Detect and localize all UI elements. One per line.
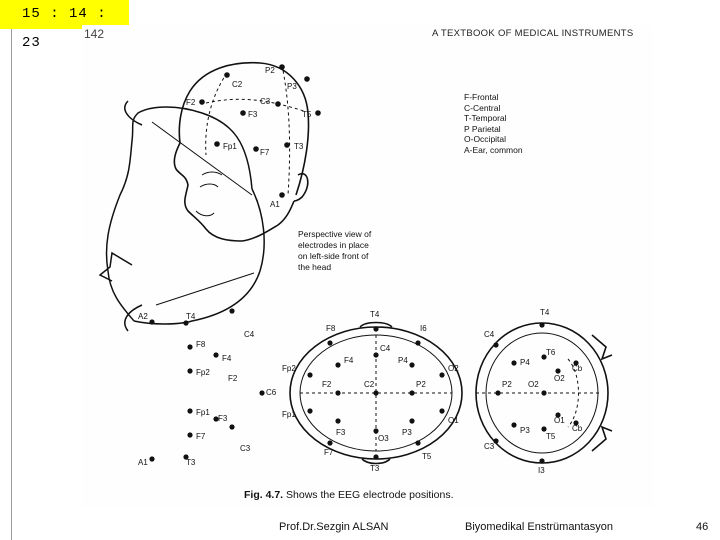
label-p3-back: P3 [520, 426, 530, 435]
label-fp2: Fp2 [196, 368, 210, 377]
clock-display: 15 : 14 : 23 [0, 0, 129, 51]
label-t5-top: T5 [422, 452, 432, 461]
label-o2-back: O2 [554, 374, 565, 383]
perspective-note: Perspective view of electrodes in place … [298, 229, 408, 273]
perspective-line: Perspective view of [298, 229, 372, 239]
label-t6-back: T6 [546, 348, 556, 357]
label-fp1-top: Fp1 [282, 410, 296, 419]
label-t4-back: T4 [540, 308, 550, 317]
label-f2: F2 [228, 374, 238, 383]
label-c3-back: C3 [484, 442, 495, 451]
label-o2-top: O2 [448, 364, 459, 373]
side-electrodes [149, 308, 265, 462]
label-o3-top: O3 [378, 434, 389, 443]
side-view-diagram [98, 100, 265, 332]
slide-number: 46 [696, 521, 709, 533]
label-cb2-back: Cb [572, 424, 583, 433]
label-p2: P2 [265, 66, 275, 75]
label-t3-top: T3 [370, 464, 380, 473]
head-outline [173, 61, 310, 242]
perspective-line: the head [298, 262, 332, 272]
label-f7: F7 [260, 148, 270, 157]
label-c3: C3 [260, 97, 271, 106]
left-rule [11, 29, 12, 540]
footer-author: Prof.Dr.Sezgin ALSAN [279, 521, 389, 533]
label-f4-top: F4 [344, 356, 354, 365]
label-t4: T4 [186, 312, 196, 321]
label-a1: A1 [270, 200, 280, 209]
footer-course: Biyomedikal Enstrümantasyon [465, 521, 613, 533]
label-t3: T3 [186, 458, 196, 467]
label-p4-top: P4 [398, 356, 408, 365]
label-p3: P3 [287, 82, 297, 91]
perspective-line: electrodes in place [298, 240, 369, 250]
caption-label: Fig. 4.7. [244, 489, 284, 501]
label-i6-top: I6 [420, 324, 427, 333]
legend-temporal: T-Temporal [464, 113, 507, 123]
label-i3-back: I3 [538, 466, 545, 475]
legend-occipital: O-Occipital [464, 134, 507, 144]
label-t5-back: T5 [546, 432, 556, 441]
label-c2: C2 [232, 80, 243, 89]
label-c2-top: C2 [364, 380, 375, 389]
label-o1-back: O1 [554, 416, 565, 425]
caption-text: Shows the EEG electrode positions. [286, 489, 454, 501]
label-fp1: Fp1 [196, 408, 210, 417]
label-t4-top: T4 [370, 310, 380, 319]
label-f2: F2 [186, 98, 196, 107]
eeg-figure: P2 C2 P3 F2 C3 F3 T5 Fp1 F7 T3 A1 A2 T4 … [98, 61, 613, 475]
label-a2: A2 [138, 312, 148, 321]
label-c4-back: C4 [484, 330, 495, 339]
label-p3-top: P3 [402, 428, 412, 437]
label-c4: C4 [244, 330, 255, 339]
book-title: A TEXTBOOK OF MEDICAL INSTRUMENTS [432, 28, 634, 39]
label-c3: C3 [240, 444, 251, 453]
label-c4-top: C4 [380, 344, 391, 353]
label-f7-top: F7 [324, 448, 334, 457]
label-f3: F3 [248, 110, 258, 119]
label-a1: A1 [138, 458, 148, 467]
label-c6: C6 [266, 388, 277, 397]
label-f8: F8 [196, 340, 206, 349]
label-fp2-top: Fp2 [282, 364, 296, 373]
legend-frontal: F-Frontal [464, 92, 499, 102]
electrode-legend: F-Frontal C-Central T-Temporal P Parieta… [464, 92, 523, 155]
legend-parietal: P Parietal [464, 123, 501, 134]
label-cb-back: Cb [572, 364, 583, 373]
label-f7: F7 [196, 432, 206, 441]
legend-central: C-Central [464, 102, 501, 113]
legend-ear: A-Ear, common [464, 144, 523, 155]
label-f4: F4 [222, 354, 232, 363]
label-f3-top: F3 [336, 428, 346, 437]
perspective-line: on left-side front of [298, 251, 369, 261]
label-o2b-back: O2 [528, 380, 539, 389]
label-f8-top: F8 [326, 324, 336, 333]
label-p4-back: P4 [520, 358, 530, 367]
scanned-page [82, 25, 654, 507]
label-f2-top: F2 [322, 380, 332, 389]
back-electrodes [493, 322, 579, 464]
page-number: 142 [84, 27, 105, 41]
label-f3: F3 [218, 414, 228, 423]
top-electrodes [307, 326, 445, 460]
label-t5: T5 [302, 110, 312, 119]
head-electrodes [199, 64, 321, 198]
label-fp1: Fp1 [223, 142, 237, 151]
label-p2-back: P2 [502, 380, 512, 389]
label-o1-top: O1 [448, 416, 459, 425]
label-t3: T3 [294, 142, 304, 151]
figure-caption: Fig. 4.7. Shows the EEG electrode positi… [244, 489, 454, 501]
label-p2-top: P2 [416, 380, 426, 389]
